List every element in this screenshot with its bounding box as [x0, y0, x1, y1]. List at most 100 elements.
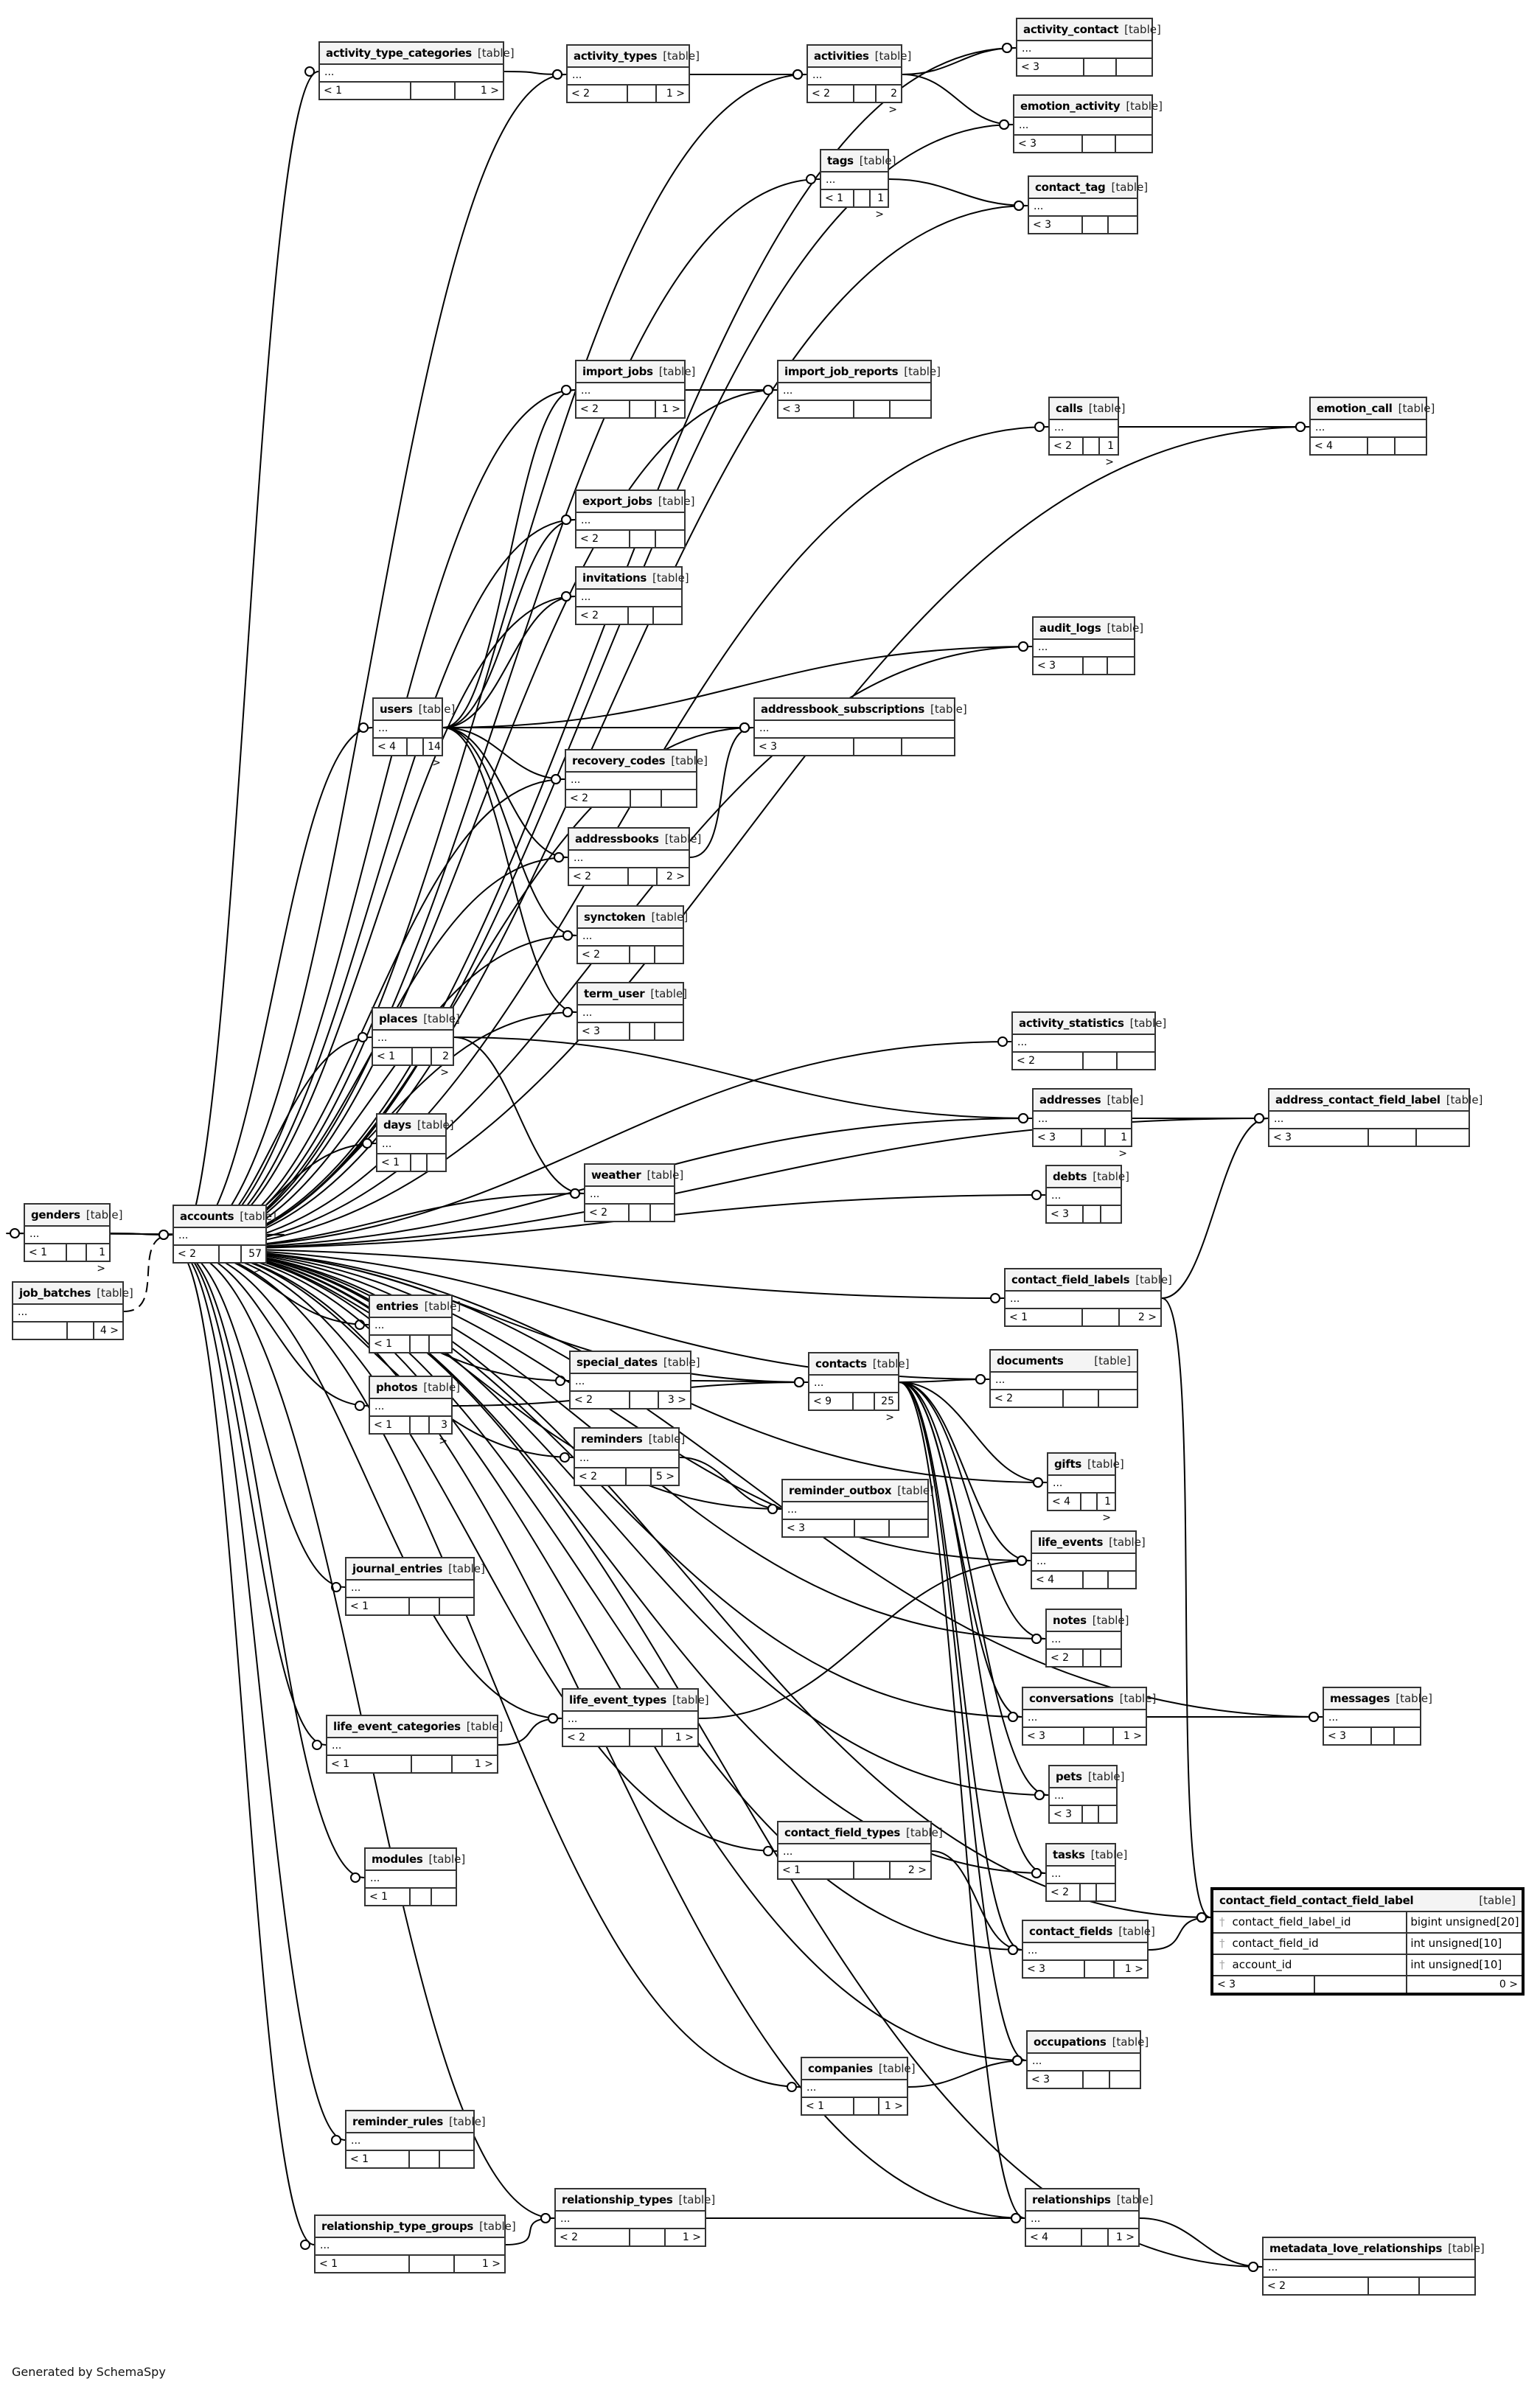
columns-ellipsis[interactable]: ... — [1032, 1554, 1135, 1572]
parents-count[interactable]: < 2 — [576, 531, 630, 547]
parents-count[interactable]: < 1 — [802, 2098, 854, 2114]
children-count[interactable] — [655, 947, 683, 963]
children-count[interactable] — [440, 2151, 473, 2167]
table-emotion-call[interactable]: emotion_call[table]...< 4 — [1309, 397, 1435, 456]
table-synctoken[interactable]: synctoken[table]...< 2 — [576, 905, 688, 964]
table-metadata-love-relationships[interactable]: metadata_love_relationships[table]...< 2 — [1262, 2237, 1485, 2296]
table-tasks[interactable]: tasks[table]...< 2 — [1045, 1843, 1127, 1902]
children-count[interactable]: 2 > — [440, 1050, 449, 1078]
table-reminder-outbox[interactable]: reminder_outbox[table]...< 3 — [781, 1479, 934, 1538]
parents-count[interactable]: < 2 — [569, 868, 629, 885]
children-count[interactable] — [1099, 1806, 1116, 1822]
parents-count[interactable] — [13, 1323, 68, 1339]
children-count[interactable] — [1099, 1390, 1137, 1407]
table-contact-field-contact-field-label[interactable]: contact_field_contact_field_label [table… — [1210, 1887, 1525, 1996]
parents-count[interactable]: < 1 — [25, 1244, 67, 1261]
children-count[interactable] — [432, 1889, 456, 1905]
parents-count[interactable]: < 2 — [1047, 1884, 1081, 1900]
columns-ellipsis[interactable]: ... — [370, 1318, 451, 1336]
columns-ellipsis[interactable]: ... — [1034, 1112, 1131, 1129]
columns-ellipsis[interactable]: ... — [808, 68, 901, 86]
children-count[interactable]: 25 > — [881, 1395, 894, 1424]
children-count[interactable] — [1116, 136, 1151, 152]
children-count[interactable] — [440, 1598, 473, 1614]
column-row[interactable]: †contact_field_label_id bigint unsigned[… — [1213, 1912, 1522, 1934]
parents-count[interactable]: < 2 — [585, 1205, 630, 1221]
children-count[interactable]: 0 > — [1499, 1979, 1518, 1990]
parents-count[interactable]: < 2 — [556, 2229, 630, 2245]
parents-count[interactable]: < 3 — [1213, 1976, 1315, 1993]
parents-count[interactable]: < 2 — [1047, 1650, 1084, 1666]
table-address-contact-field-label[interactable]: address_contact_field_label[table]...< 3 — [1268, 1088, 1482, 1147]
columns-ellipsis[interactable]: ... — [1028, 2054, 1140, 2071]
columns-ellipsis[interactable]: ... — [821, 173, 888, 190]
table-recovery-codes[interactable]: recovery_codes[table]...< 2 — [565, 749, 708, 808]
table-activity-contact[interactable]: activity_contact[table]...< 3 — [1016, 18, 1161, 77]
children-count[interactable] — [655, 1023, 683, 1039]
table-messages[interactable]: messages[table]...< 3 — [1323, 1687, 1432, 1746]
columns-ellipsis[interactable]: ... — [366, 1871, 456, 1889]
children-count[interactable] — [656, 531, 684, 547]
column-row[interactable]: †contact_field_id int unsigned[10] — [1213, 1934, 1522, 1955]
table-documents[interactable]: documents[table]...< 2 — [989, 1349, 1138, 1408]
children-count[interactable]: 5 > — [655, 1471, 675, 1482]
children-count[interactable]: 1 > — [481, 2258, 501, 2270]
parents-count[interactable]: < 2 — [1013, 1053, 1084, 1069]
children-count[interactable]: 1 > — [666, 88, 685, 100]
parents-count[interactable]: < 3 — [1028, 2071, 1084, 2088]
parents-count[interactable]: < 1 — [316, 2256, 410, 2272]
columns-ellipsis[interactable]: ... — [569, 851, 689, 868]
columns-ellipsis[interactable]: ... — [1047, 1867, 1115, 1884]
table-job-batches[interactable]: job_batches[table]...4 > — [12, 1281, 133, 1340]
children-count[interactable]: 1 > — [474, 1758, 493, 1770]
children-count[interactable]: 2 > — [666, 871, 685, 882]
children-count[interactable]: 1 > — [661, 403, 680, 415]
children-count[interactable] — [1110, 2071, 1140, 2088]
children-count[interactable] — [1097, 1884, 1115, 1900]
parents-count[interactable]: < 1 — [346, 1598, 410, 1614]
parents-count[interactable]: < 1 — [373, 1048, 413, 1064]
parents-count[interactable]: < 4 — [1048, 1494, 1081, 1510]
children-count[interactable] — [1118, 1053, 1154, 1069]
columns-ellipsis[interactable]: ... — [783, 1502, 927, 1520]
table-entries[interactable]: entries[table]...< 1 — [369, 1294, 461, 1353]
parents-count[interactable]: < 2 — [991, 1390, 1064, 1407]
columns-ellipsis[interactable]: ... — [1050, 1788, 1116, 1806]
parents-count[interactable]: < 3 — [1023, 1961, 1085, 1977]
table-days[interactable]: days[table]...< 1 — [376, 1113, 454, 1172]
parents-count[interactable]: < 1 — [778, 1862, 854, 1878]
parents-count[interactable]: < 2 — [1050, 438, 1084, 454]
table-debts[interactable]: debts[table]...< 3 — [1045, 1165, 1129, 1224]
parents-count[interactable]: < 2 — [1264, 2278, 1369, 2294]
columns-ellipsis[interactable]: ... — [1013, 1035, 1154, 1053]
table-term-user[interactable]: term_user[table]...< 3 — [576, 982, 687, 1041]
table-addressbook-subscriptions[interactable]: addressbook_subscriptions[table]...< 3 — [753, 697, 967, 756]
columns-ellipsis[interactable]: ... — [174, 1228, 265, 1246]
columns-ellipsis[interactable]: ... — [578, 929, 683, 947]
parents-count[interactable]: < 2 — [563, 1729, 630, 1746]
columns-ellipsis[interactable]: ... — [25, 1227, 109, 1244]
parents-count[interactable]: < 3 — [1034, 658, 1084, 674]
table-export-jobs[interactable]: export_jobs[table]...< 2 — [575, 489, 694, 548]
parents-count[interactable]: < 2 — [575, 1468, 627, 1485]
children-count[interactable]: 1 > — [884, 2100, 903, 2112]
parents-count[interactable]: < 4 — [374, 739, 408, 755]
children-count[interactable] — [1396, 438, 1426, 454]
children-count[interactable]: 14 > — [428, 741, 441, 769]
parents-count[interactable]: < 3 — [778, 401, 854, 417]
columns-ellipsis[interactable]: ... — [755, 721, 954, 739]
columns-ellipsis[interactable]: ... — [1311, 420, 1426, 438]
children-count[interactable] — [430, 1336, 451, 1352]
parents-count[interactable]: < 2 — [174, 1246, 220, 1262]
children-count[interactable]: 1 > — [1115, 2231, 1135, 2243]
columns-ellipsis[interactable]: ... — [576, 513, 684, 531]
columns-ellipsis[interactable]: ... — [374, 721, 442, 739]
parents-count[interactable]: < 9 — [809, 1393, 854, 1409]
